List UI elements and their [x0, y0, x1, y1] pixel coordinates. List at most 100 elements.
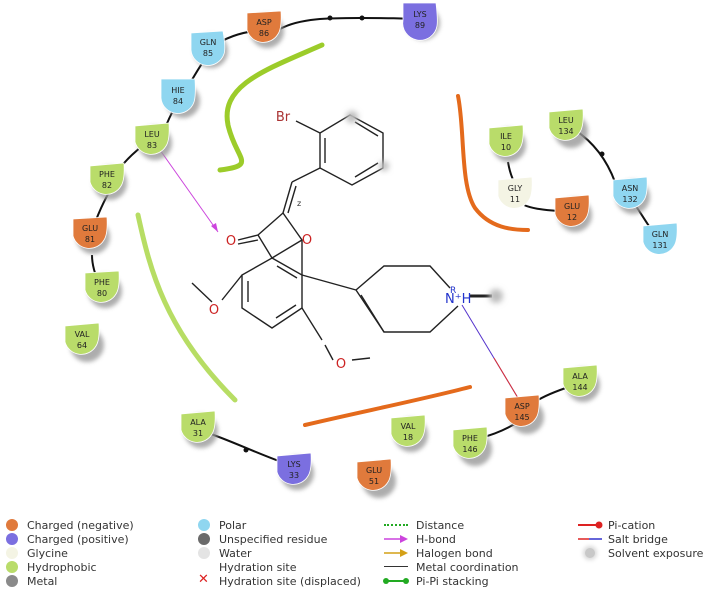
residue-number: 11	[510, 195, 520, 204]
residue-name: ILE	[500, 132, 512, 141]
residue-shape	[356, 458, 392, 491]
legend-label: Glycine	[27, 546, 68, 560]
residue-name: ASP	[514, 402, 530, 411]
residue-number: 80	[97, 289, 107, 298]
residue-shape	[190, 30, 226, 66]
ligand-structure	[191, 114, 492, 361]
legend-label: Charged (positive)	[27, 532, 129, 546]
residue-name: GLU	[366, 466, 382, 475]
residue-asp-86[interactable]: ASP 86	[246, 10, 284, 48]
residue-shape	[497, 176, 533, 209]
pi-cation-icon	[576, 518, 608, 532]
legend: Charged (negative) Charged (positive) Gl…	[0, 512, 711, 589]
residue-number: 82	[102, 181, 112, 190]
backbone-nodes	[243, 15, 605, 453]
residue-name: LYS	[287, 460, 300, 469]
residue-name: GLU	[564, 202, 580, 211]
legend-item-water: Water	[195, 546, 252, 560]
residue-ile-10[interactable]: ILE 10	[488, 124, 526, 162]
carbonyl-oxygen-label: O	[226, 234, 236, 249]
residue-number: 31	[193, 429, 203, 438]
residue-gln-131[interactable]: GLN 131	[642, 222, 678, 255]
residue-shape	[246, 10, 282, 43]
residue-number: 18	[403, 433, 413, 442]
legend-item-salt-bridge: Salt bridge	[576, 532, 668, 546]
residue-shape	[642, 222, 678, 255]
residue-number: 81	[85, 235, 95, 244]
legend-item-unspecified: Unspecified residue	[195, 532, 327, 546]
charged-negative-swatch-icon	[3, 518, 27, 532]
residue-ala-31[interactable]: ALA 31	[180, 410, 218, 448]
residue-shape	[160, 78, 196, 114]
legend-label: Solvent exposure	[608, 546, 704, 560]
residue-glu-81[interactable]: GLU 81	[72, 216, 110, 254]
residue-ala-144[interactable]: ALA 144	[562, 364, 600, 402]
residue-name: LYS	[413, 10, 426, 19]
residue-lys-89[interactable]: LYS 89	[402, 2, 440, 41]
residue-val-64[interactable]: VAL 64	[64, 322, 104, 362]
legend-label: Hydration site (displaced)	[219, 574, 361, 588]
residue-phe-80[interactable]: PHE 80	[84, 270, 122, 308]
residue-hie-84[interactable]: HIE 84	[160, 78, 200, 118]
residue-asp-145[interactable]: ASP 145	[504, 394, 544, 434]
legend-label: H-bond	[416, 532, 456, 546]
residue-number: 12	[567, 213, 577, 222]
residue-name: GLU	[82, 224, 98, 233]
legend-label: Unspecified residue	[219, 532, 328, 546]
residue-shape	[548, 108, 584, 141]
residue-name: HIE	[171, 86, 184, 95]
residue-number: 144	[572, 383, 587, 392]
residue-shape	[84, 270, 120, 303]
residue-name: ASN	[622, 184, 639, 193]
legend-item-solvent-exposure: Solvent exposure	[576, 546, 703, 560]
dashed-line-icon	[382, 518, 416, 532]
solvent-exposure-halos	[346, 111, 503, 303]
residue-shape	[180, 410, 216, 443]
residue-phe-146[interactable]: PHE 146	[452, 426, 492, 466]
residue-shape	[64, 322, 100, 355]
legend-label: Metal	[27, 574, 58, 588]
legend-item-pi-pi-stacking: Pi-Pi stacking	[382, 574, 489, 588]
water-swatch-icon	[195, 546, 219, 560]
legend-item-h-bond: H-bond	[382, 532, 456, 546]
legend-item-hydrophobic: Hydrophobic	[3, 560, 97, 574]
residue-asn-132[interactable]: ASN 132	[612, 176, 650, 214]
residue-lys-33[interactable]: LYS 33	[276, 452, 314, 490]
metal-swatch-icon	[3, 574, 27, 588]
residue-shape	[504, 394, 540, 427]
residue-shape	[390, 414, 426, 447]
legend-item-charged-negative: Charged (negative)	[3, 518, 134, 532]
residue-gly-11[interactable]: GLY 11	[497, 176, 533, 209]
residue-name: ASP	[256, 18, 272, 27]
legend-item-distance: Distance	[382, 518, 464, 532]
residue-number: 89	[415, 21, 425, 30]
legend-label: Metal coordination	[416, 560, 519, 574]
residue-shape	[89, 162, 125, 195]
residue-glu-51[interactable]: GLU 51	[356, 458, 396, 498]
residue-val-18[interactable]: VAL 18	[390, 414, 428, 452]
residue-name: VAL	[75, 330, 90, 339]
furan-oxygen-label: O	[302, 233, 312, 248]
residue-phe-82[interactable]: PHE 82	[89, 162, 127, 200]
residue-leu-83[interactable]: LEU 83	[134, 122, 172, 160]
residues: LYS 89 ASP 86 GLN 85 HIE 84 LEU 83	[64, 2, 678, 498]
residue-glu-12[interactable]: GLU 12	[554, 194, 592, 232]
pocket-orange-right	[456, 94, 530, 232]
residue-shape	[134, 122, 170, 155]
residue-number: 131	[652, 241, 667, 250]
residue-leu-134[interactable]: LEU 134	[548, 108, 588, 148]
residue-name: PHE	[462, 434, 478, 443]
amine-nitrogen-label: N⁺H	[445, 292, 471, 307]
pocket-orange-bottom	[303, 385, 472, 427]
methoxy-oxygen-1-label: O	[209, 303, 219, 318]
legend-label: Pi-Pi stacking	[416, 574, 489, 588]
residue-gln-85[interactable]: GLN 85	[190, 30, 228, 68]
h-bond-arrow-icon	[382, 532, 416, 546]
residue-shape	[562, 364, 598, 397]
residue-name: GLN	[652, 230, 669, 239]
residue-number: 85	[203, 49, 213, 58]
residue-number: 33	[289, 471, 299, 480]
cross-icon: ✕	[198, 572, 209, 587]
residue-name: LEU	[144, 130, 160, 139]
z-isomer-label: z	[297, 199, 301, 208]
